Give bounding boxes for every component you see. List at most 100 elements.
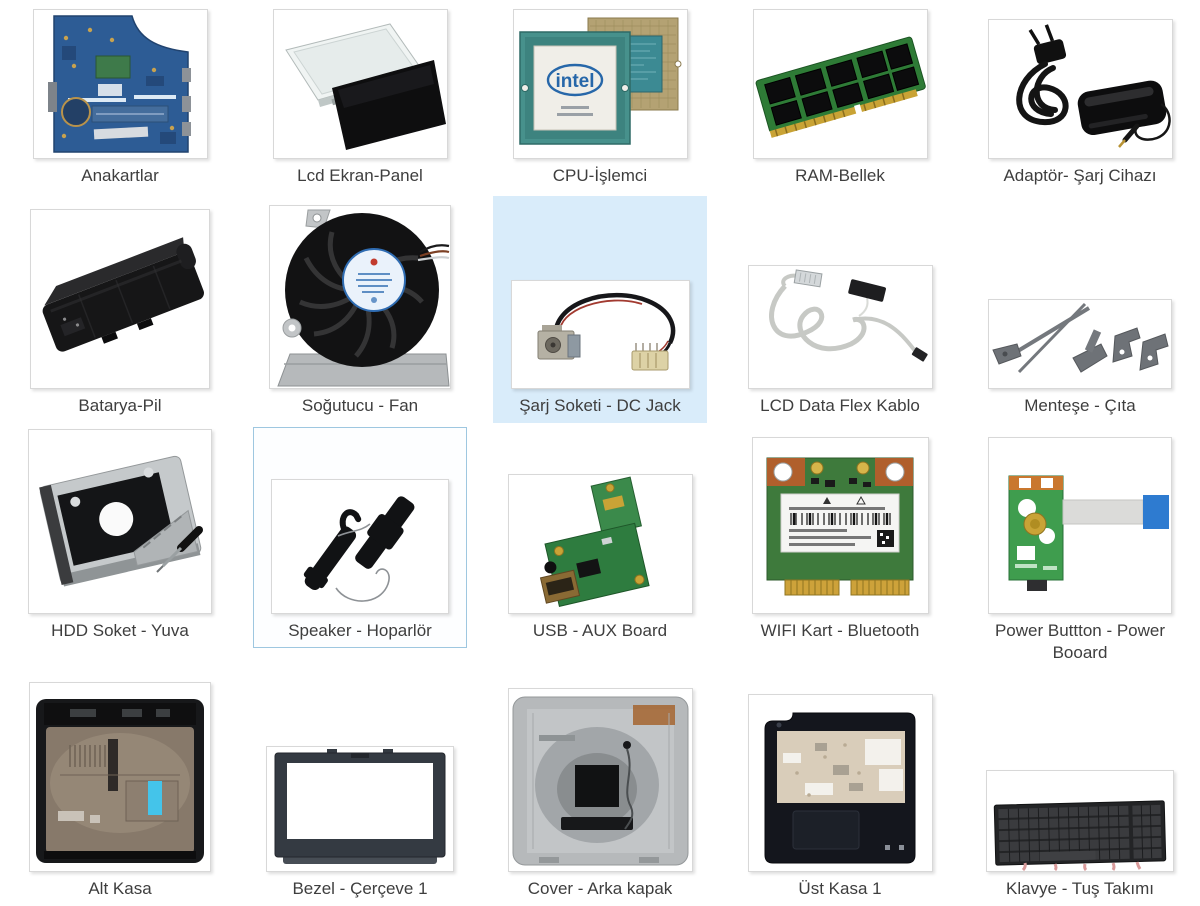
- thumbnail-frame: [751, 437, 929, 614]
- tile-label: WIFI Kart - Bluetooth: [760, 621, 920, 640]
- grid-row-3: HDD Soket - Yuva: [0, 427, 1200, 675]
- thumbnail-frame: [30, 209, 210, 389]
- ram-image: [755, 36, 926, 138]
- grid-cell: Soğutucu - Fan: [240, 196, 480, 427]
- thumbnail-area: [974, 197, 1186, 389]
- thumbnail-frame: [271, 479, 449, 614]
- tile-bezel-cerceve[interactable]: Bezel - Çerçeve 1: [253, 675, 467, 906]
- thumbnail-frame: [747, 265, 933, 389]
- thumbnail-area: [14, 197, 226, 389]
- tile-label: Alt Kasa: [88, 879, 152, 898]
- tile-label: Adaptör- Şarj Cihazı: [1003, 166, 1157, 185]
- tile-klavye-tus-takimi[interactable]: Klavye - Tuş Takımı: [973, 675, 1187, 906]
- grid-row-1: Anakartlar: [0, 0, 1200, 196]
- grid-cell: HDD Soket - Yuva: [0, 427, 240, 675]
- dc-jack-image: [537, 292, 675, 371]
- speaker-image: [303, 496, 415, 602]
- thumbnail-area: [14, 428, 226, 614]
- thumbnail-area: [974, 428, 1186, 614]
- tile-wifi-kart-bluetooth[interactable]: WIFI Kart - Bluetooth: [733, 427, 947, 648]
- thumbnail-area: [734, 676, 946, 872]
- grid-cell: Power Buttton - Power Booard: [960, 427, 1200, 675]
- hdd-caddy-image: [39, 455, 203, 587]
- tile-label: Soğutucu - Fan: [301, 396, 419, 415]
- tile-batarya-pil[interactable]: Batarya-Pil: [13, 196, 227, 423]
- lcd-panel-image: [284, 23, 446, 150]
- tile-anakartlar[interactable]: Anakartlar: [13, 0, 227, 193]
- thumbnail-area: [254, 1, 466, 159]
- tile-lcd-ekran-panel[interactable]: Lcd Ekran-Panel: [253, 0, 467, 193]
- power-button-board-image: [1008, 475, 1169, 591]
- tile-label: Cover - Arka kapak: [527, 879, 673, 898]
- battery-image: [42, 237, 204, 352]
- tile-label: Speaker - Hoparlör: [288, 621, 432, 640]
- tile-speaker-hoparlor[interactable]: Speaker - Hoparlör: [253, 427, 467, 649]
- tile-label: LCD Data Flex Kablo: [760, 396, 920, 415]
- thumbnail-frame: [752, 9, 928, 159]
- thumbnail-frame: [988, 299, 1172, 389]
- back-cover-image: [512, 696, 688, 866]
- grid-cell: Lcd Ekran-Panel: [240, 0, 480, 196]
- tile-label: Batarya-Pil: [78, 396, 162, 415]
- tile-label: Menteşe - Çıta: [1024, 396, 1136, 415]
- thumbnail-area: [254, 197, 466, 389]
- fan-image: [277, 209, 450, 387]
- tile-label: CPU-İşlemci: [552, 166, 648, 185]
- grid-cell: Bezel - Çerçeve 1: [240, 675, 480, 904]
- thumbnail-frame: [29, 682, 211, 872]
- thumbnail-frame: [272, 9, 448, 159]
- thumbnail-frame: [510, 280, 690, 389]
- grid-cell: Klavye - Tuş Takımı: [960, 675, 1200, 904]
- tile-label: USB - AUX Board: [532, 621, 668, 640]
- bottom-case-image: [36, 699, 204, 863]
- thumbnail-frame: [266, 746, 454, 872]
- intel-logo-text: intel: [555, 71, 594, 92]
- usb-board-image: [539, 476, 650, 607]
- grid-cell: Menteşe - Çıta: [960, 196, 1200, 427]
- tile-ram-bellek[interactable]: RAM-Bellek: [733, 0, 947, 193]
- tile-lcd-data-flex-kablo[interactable]: LCD Data Flex Kablo: [733, 196, 947, 423]
- tile-alt-kasa[interactable]: Alt Kasa: [13, 675, 227, 906]
- grid-cell: WIFI Kart - Bluetooth: [720, 427, 960, 675]
- tile-sogutucu-fan[interactable]: Soğutucu - Fan: [253, 196, 467, 423]
- grid-cell: Cover - Arka kapak: [480, 675, 720, 904]
- tile-ust-kasa[interactable]: Üst Kasa 1: [733, 675, 947, 906]
- top-case-image: [764, 712, 915, 864]
- tile-hdd-soket-yuva[interactable]: HDD Soket - Yuva: [13, 427, 227, 648]
- thumbnail-area: [254, 676, 466, 872]
- tile-label: Lcd Ekran-Panel: [297, 166, 423, 185]
- tile-label: Klavye - Tuş Takımı: [1005, 879, 1154, 898]
- tile-cpu-islemci[interactable]: intel CPU-İşlemci: [493, 0, 707, 193]
- thumbnail-area: [734, 197, 946, 389]
- wifi-card-image: [766, 457, 913, 596]
- tile-label: Üst Kasa 1: [798, 879, 882, 898]
- thumbnail-area: [974, 676, 1186, 872]
- hinge-image: [992, 302, 1169, 374]
- grid-cell: RAM-Bellek: [720, 0, 960, 196]
- thumbnail-frame: [28, 429, 212, 614]
- thumbnail-area: intel: [494, 1, 706, 159]
- thumbnail-frame: [507, 474, 693, 614]
- tile-power-button-board[interactable]: Power Buttton - Power Booard: [973, 427, 1187, 670]
- thumbnail-area: [494, 428, 706, 614]
- grid-cell: Anakartlar: [0, 0, 240, 196]
- thumbnail-area: [494, 676, 706, 872]
- tile-cover-arka-kapak[interactable]: Cover - Arka kapak: [493, 675, 707, 906]
- thumbnail-frame: [987, 19, 1173, 159]
- tile-label: Anakartlar: [81, 166, 159, 185]
- thumbnail-frame: [988, 437, 1172, 614]
- tile-mentese-cita[interactable]: Menteşe - Çıta: [973, 196, 1187, 423]
- flex-cable-image: [768, 269, 928, 362]
- thumbnail-frame: [507, 688, 693, 872]
- thumbnail-area: [14, 676, 226, 872]
- thumbnail-frame: [747, 694, 933, 872]
- tile-label: Bezel - Çerçeve 1: [292, 879, 428, 898]
- grid-cell: intel CPU-İşlemci: [480, 0, 720, 196]
- grid-cell: Adaptör- Şarj Cihazı: [960, 0, 1200, 196]
- thumbnail-area: [254, 428, 466, 614]
- tile-sarj-soketi-dc-jack[interactable]: Şarj Soketi - DC Jack: [493, 196, 707, 424]
- thumbnail-frame: [32, 9, 208, 159]
- tile-usb-aux-board[interactable]: USB - AUX Board: [493, 427, 707, 648]
- tile-adaptor-sarj-cihazi[interactable]: Adaptör- Şarj Cihazı: [973, 0, 1187, 193]
